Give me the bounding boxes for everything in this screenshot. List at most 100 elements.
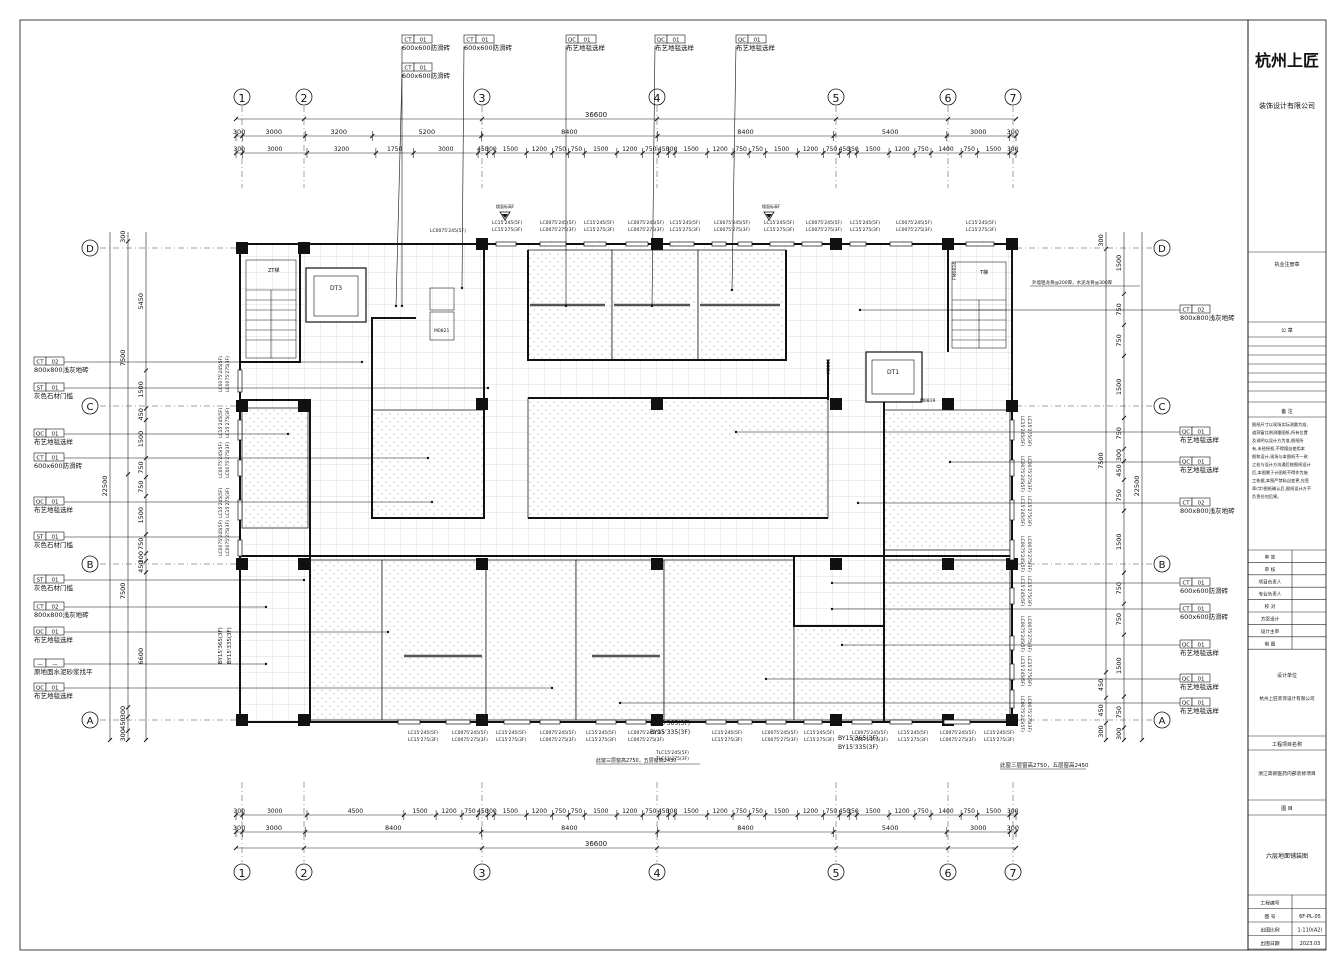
dimension-value: 5200 [419,128,436,136]
grid-bubble [473,863,491,881]
material-tag-desc: 原地面水泥砂浆找平 [34,667,93,676]
window-code: LC0075'275(3F) [940,737,976,743]
window-top [769,241,795,247]
material-tag-code: QC [36,686,44,692]
column [830,558,842,570]
column [476,398,488,410]
dimension-value: 350 [847,146,859,153]
dimension-value: 8400 [561,824,578,832]
dimension-value: 750 [1115,303,1123,315]
grid-bubble-label: 1 [239,867,246,880]
window-code: LC15'275(3F) [225,488,231,518]
title-block: 杭州上匠 装饰设计有限公司 执业注册章 公 章 备 注 图纸尺寸以现场实际测量为… [1247,19,1327,951]
dimension-value: 1200 [803,808,818,815]
material-tag-num: 02 [52,605,59,611]
grid-bubble-label: A [1159,716,1166,727]
dimension-value: 300 [119,706,127,718]
notes-text: 图纸尺寸以现场实际测量为准,道洞窗比例测量图纸,所有位置及说明以设计方为准,图纸… [1252,421,1311,500]
dimension-value: 450 [1097,704,1105,716]
window-code: LC15'275(3F) [984,737,1014,743]
info-row-label: 工程编号 [1260,900,1279,907]
door-label-m0819: M0819 [920,398,935,404]
dimension-value: 300 [666,146,678,153]
dimension-value: 750 [1115,334,1123,346]
material-tag-num: 01 [1198,460,1205,466]
window-code: LC0075'275(3F) [540,737,576,743]
dimension-value: 1500 [137,381,145,398]
window-code: LC15'245(5F) [218,488,224,518]
window-top [849,241,867,247]
notes-line: 之处与设计方沟通后按图纸设计 [1252,461,1311,468]
window-code: LC0075'245(5F) [452,730,488,736]
dimension-value: 350 [847,808,859,815]
material-tag-num: 01 [420,38,427,44]
window-code: LC0075'275(3F) [1026,696,1032,732]
grid-bubble [1153,397,1171,415]
dimension-value: 300 [1115,449,1123,461]
by-code: BY15'365(3F) [218,627,224,664]
dimension-value: 1200 [894,146,909,153]
material-tag-code: CT [1182,581,1190,587]
window-code: LC0075'245(5F) [852,730,888,736]
grid-bubble-label: B [1159,560,1166,571]
material-tag-desc: 布艺地毯选样 [566,43,606,52]
material-tag-desc: 布艺地毯选样 [736,43,776,52]
dimension-value: 750 [735,146,747,153]
dimension-value: 1500 [986,808,1001,815]
window-bottom [705,719,727,725]
window-left [237,459,243,477]
dimension-value: 750 [1115,706,1123,718]
dimension-value: 450 [137,560,145,572]
project-name: 浙江高新医药内部装修项目 [1258,770,1316,777]
window-code: LC15'245(5F) [584,220,614,226]
window-code: LC15'245(5F) [586,730,616,736]
dimension-value: 450 [658,808,670,815]
window-code: LC15'275(3F) [408,737,438,743]
dimension-value: 750 [963,808,975,815]
dimension-value: 300 [485,146,497,153]
material-tag-num: — [52,662,58,668]
window-right [1009,499,1015,521]
role-label: 设计主审 [1261,628,1280,635]
dimension-value: 3000 [970,824,987,832]
carpet-room-left-small [241,407,309,529]
material-tag-desc: 600x600防滑砖 [1180,612,1229,621]
window-code: LC15'275(3F) [898,737,928,743]
column [830,238,842,250]
grid-bubble-label: 5 [833,867,840,880]
window-code: LC0075'245(5F) [1019,536,1025,572]
window-code: LC15'275(3F) [966,227,996,233]
material-tag-num: 02 [52,360,59,366]
material-tag-code: CT [36,605,44,611]
material-tag-num: 01 [52,500,59,506]
grid-bubble-label: 7 [1010,92,1017,105]
window-bottom [503,719,531,725]
window-left [237,499,243,521]
column [1006,714,1018,726]
material-tag-num: 01 [52,456,59,462]
dimension-value: 3200 [330,128,347,136]
dimension-value: 750 [1115,489,1123,501]
window-code: LC15'245(5F) [804,730,834,736]
material-tag-code: CT [466,38,474,44]
material-tag-desc: 布艺地毯选样 [34,505,74,514]
dimension-value: 1500 [1115,533,1123,550]
material-tag-num: 01 [1198,701,1205,707]
notes-line: 道洞窗比例测量图纸,所有位置 [1252,429,1308,436]
window-code: LC0075'245(5F) [896,220,932,226]
window-right [1009,459,1015,477]
material-tag-num: 01 [52,386,59,392]
material-tag-desc: 灰色石材门槛 [34,540,74,549]
notes-line: 负责任何后果。 [1252,493,1281,500]
dimension-value: 1200 [622,146,637,153]
window-top [965,241,995,247]
material-tag-num: 02 [1198,501,1205,507]
window-code: LC15'245(5F) [218,408,224,438]
info-row-value: 2023.03 [1300,941,1321,947]
grid-bubble-label: A [87,716,94,727]
